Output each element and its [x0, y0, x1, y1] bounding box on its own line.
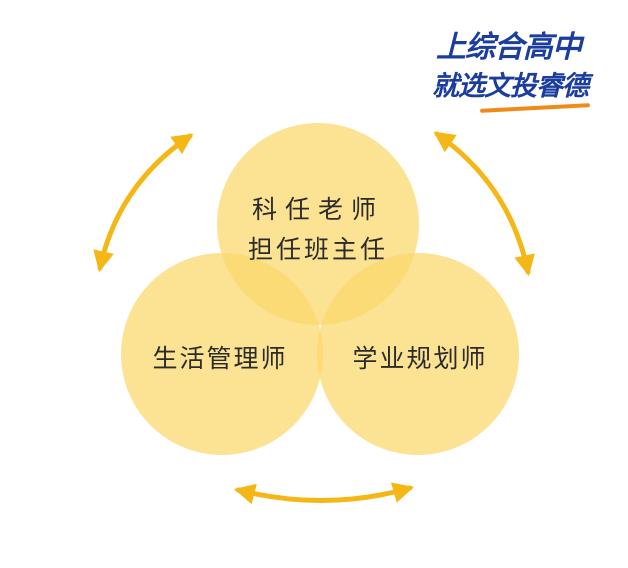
arrow-right-double [433, 131, 535, 277]
arrow-left-double [93, 133, 194, 273]
label-top-line1: 科任老师 [251, 195, 384, 224]
circle-top [217, 123, 419, 325]
logo-line2: 就选文投睿德 [432, 71, 589, 102]
label-left: 生活管理师 [152, 344, 288, 373]
label-right: 学业规划师 [352, 344, 488, 373]
logo-line1: 上综合高中 [436, 30, 582, 65]
arrow-bottom-double [233, 482, 415, 505]
logo-underline [479, 103, 591, 113]
brand-logo: 上综合高中 就选文投睿德 [428, 20, 598, 120]
label-top-line2: 担任班主任 [247, 235, 388, 264]
